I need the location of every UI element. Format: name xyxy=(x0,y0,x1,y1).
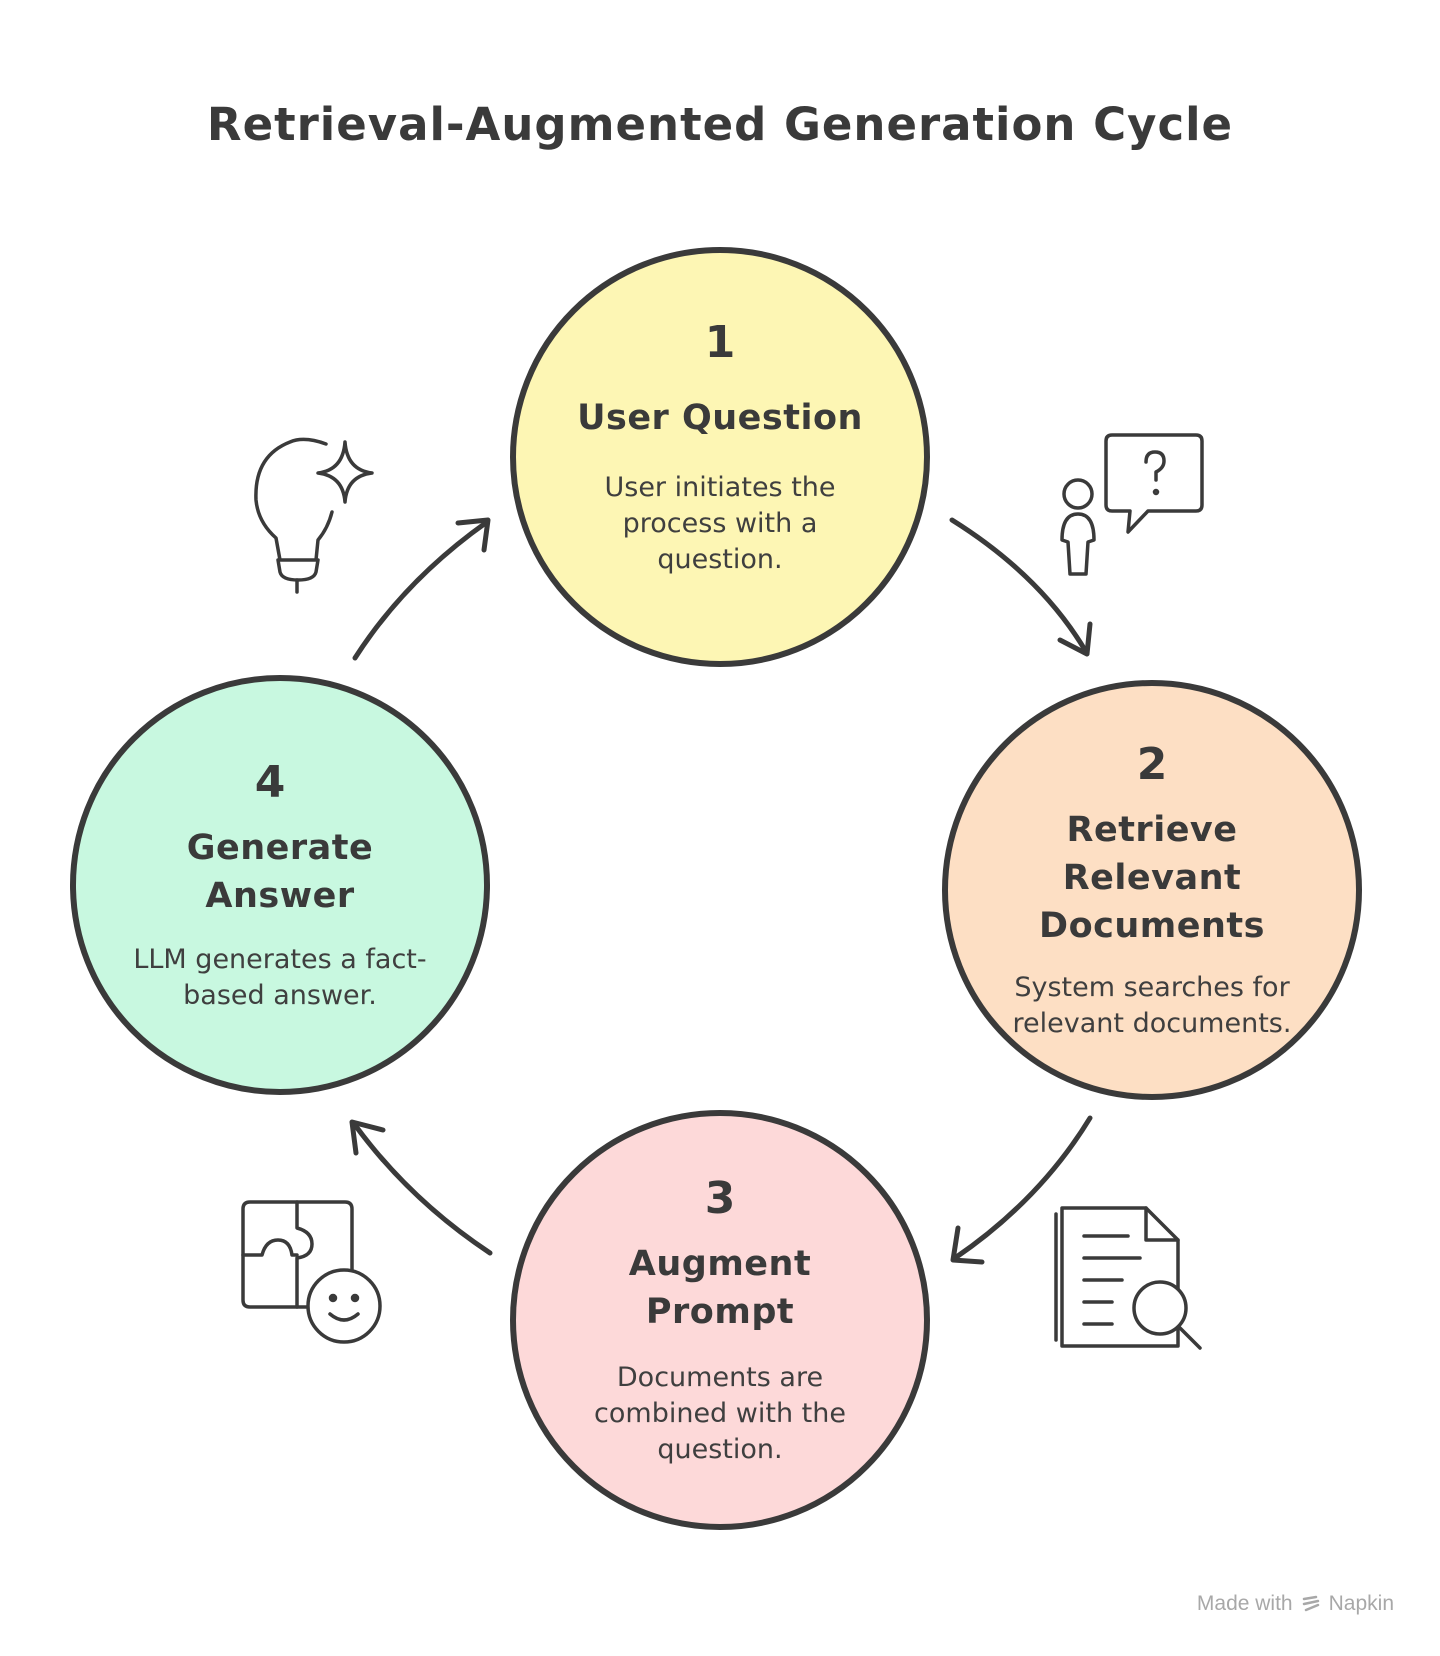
arrow-4-to-1 xyxy=(352,517,491,661)
step-description: System searches for relevant documents. xyxy=(1012,971,1292,1039)
step-title: Augment Prompt xyxy=(628,1243,812,1332)
step-title: User Question xyxy=(577,397,863,438)
made-with-label: Made with xyxy=(1196,1592,1293,1615)
arrow-2-to-3 xyxy=(950,1115,1093,1265)
step-number: 2 xyxy=(1136,738,1168,790)
arrow-3-to-4 xyxy=(349,1119,493,1256)
step-number: 4 xyxy=(254,756,286,808)
step-title: Retrieve Relevant Documents xyxy=(1039,809,1265,946)
step-description: User initiates the process with a questi… xyxy=(604,471,836,575)
footer-attribution: Made with Napkin xyxy=(1197,1592,1394,1616)
step-title: Generate Answer xyxy=(186,827,374,916)
step-number: 3 xyxy=(704,1172,736,1224)
arrow-1-to-2 xyxy=(949,517,1093,657)
document-search-icon xyxy=(1054,1206,1202,1350)
step-augment-prompt: 3 Augment Prompt Documents are combined … xyxy=(510,1110,930,1530)
step-user-question: 1 User Question User initiates the proce… xyxy=(510,247,930,667)
step-description: Documents are combined with the question… xyxy=(594,1361,846,1465)
step-number: 1 xyxy=(704,316,736,368)
step-description: LLM generates a fact-based answer. xyxy=(133,943,427,1011)
puzzle-face-icon xyxy=(241,1200,382,1344)
step-retrieve-documents: 2 Retrieve Relevant Documents System sea… xyxy=(942,680,1362,1100)
brand-label: Napkin xyxy=(1328,1592,1394,1615)
user-question-icon xyxy=(1060,433,1204,576)
napkin-logo-icon xyxy=(1302,1595,1319,1612)
step-generate-answer: 4 Generate Answer LLM generates a fact-b… xyxy=(70,675,490,1095)
diagram-title: Retrieval-Augmented Generation Cycle xyxy=(206,98,1234,151)
lightbulb-sparkle-icon xyxy=(254,437,374,594)
